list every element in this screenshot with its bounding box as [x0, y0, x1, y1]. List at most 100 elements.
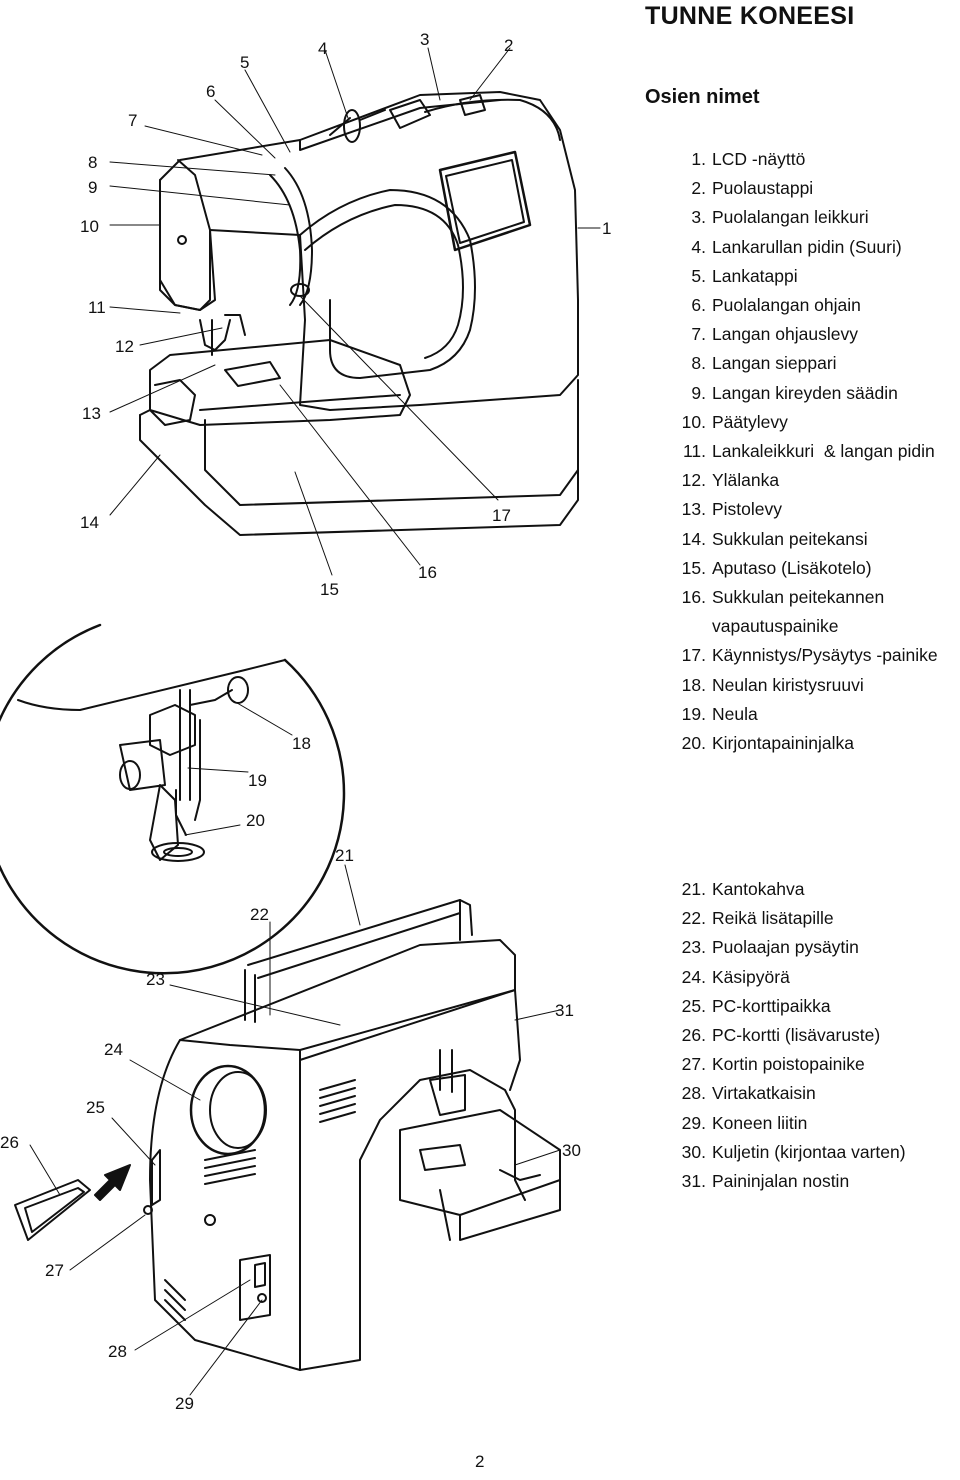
part-number: 4.	[691, 236, 706, 257]
page-title: TUNNE KONEESI	[645, 2, 855, 30]
needle-detail-circle	[0, 623, 346, 975]
part-label: PC-korttipaikka	[712, 995, 831, 1016]
part-label: PC-kortti (lisävaruste)	[712, 1025, 881, 1046]
callout-10: 10	[80, 217, 99, 236]
callout-14: 14	[80, 513, 99, 532]
part-item: 14. Sukkulan peitekansi	[676, 525, 938, 554]
part-item: 1. LCD -näyttö	[676, 145, 938, 174]
part-label: Käynnistys/Pysäytys -painike	[712, 645, 938, 666]
callout-21: 21	[335, 846, 354, 865]
part-number: 14.	[681, 528, 706, 549]
callout-25: 25	[86, 1098, 105, 1117]
callout-24: 24	[104, 1040, 123, 1059]
part-number: 1.	[691, 149, 706, 169]
part-item: 29. Koneen liitin	[676, 1109, 906, 1138]
part-item: 6.Puolalangan ohjain	[676, 291, 938, 320]
detail-callout-lines	[184, 699, 293, 836]
part-number: 17.	[681, 645, 706, 666]
part-label: Sukkulan peitekannen	[712, 587, 885, 608]
callout-26: 26	[0, 1133, 19, 1152]
part-label: Puolaajan pysäytin	[712, 937, 859, 958]
part-label: Sukkulan peitekansi	[712, 528, 868, 549]
part-label: Langan kireyden säädin	[712, 382, 898, 403]
part-label: Virtakatkaisin	[712, 1083, 816, 1104]
part-label: Käsipyörä	[712, 966, 790, 987]
part-item: 22. Reikä lisätapille	[676, 904, 906, 933]
callout-8: 8	[88, 153, 97, 172]
part-item: 24. Käsipyörä	[676, 963, 906, 992]
part-item: 13. Pistolevy	[676, 495, 938, 524]
part-number: 18.	[681, 674, 706, 695]
part-item: 31.Paininjalan nostin	[676, 1167, 906, 1196]
part-label: Päätylevy	[712, 411, 788, 432]
part-label: Langan ohjauslevy	[712, 324, 858, 345]
part-label: Langan sieppari	[712, 353, 837, 374]
callout-2: 2	[504, 36, 513, 55]
callout-18: 18	[292, 734, 311, 753]
parts-list-top: 1. LCD -näyttö 2. Puolaustappi 3. Puolalangan…	[676, 145, 938, 758]
callout-31: 31	[555, 1001, 574, 1020]
part-item: 12.Ylälanka	[676, 466, 938, 495]
part-item: 18. Neulan kiristysruuvi	[676, 671, 938, 700]
part-number: 26.	[681, 1025, 706, 1046]
part-label: Lankatappi	[712, 265, 798, 286]
part-label: Puolaustappi	[712, 178, 814, 199]
part-number: 22.	[681, 908, 706, 929]
part-number: 15.	[681, 557, 706, 578]
part-item: 5.Lankatappi	[676, 262, 938, 291]
part-item: 15. Aputaso (Lisäkotelo)	[676, 554, 938, 583]
callout-19: 19	[248, 771, 267, 790]
part-number: 13.	[681, 499, 706, 520]
part-label: Reikä lisätapille	[712, 908, 834, 929]
part-item: 16. Sukkulan peitekannen	[676, 583, 938, 612]
part-label: Lankarullan pidin (Suuri)	[712, 236, 902, 257]
part-number: 24.	[681, 966, 706, 987]
callout-4: 4	[318, 39, 327, 58]
part-number: 11.	[682, 441, 706, 462]
part-item: 30.Kuljetin (kirjontaa varten)	[676, 1138, 906, 1167]
part-item: 4. Lankarullan pidin (Suuri)	[676, 233, 938, 262]
part-number: 23.	[681, 937, 706, 958]
part-number: 6.	[691, 295, 706, 316]
top-callout-lines	[109, 47, 601, 576]
callout-numbers: 1 2 3 4 5 6 7 8 9 10 11 12 13 14 15 16 1…	[0, 30, 611, 1413]
part-number: 8.	[691, 353, 706, 374]
part-label: LCD -näyttö	[712, 149, 806, 169]
part-number: 3.	[691, 207, 706, 228]
callout-13: 13	[82, 404, 101, 423]
callout-22: 22	[250, 905, 269, 924]
part-number: 2.	[691, 178, 706, 199]
page-number: 2	[475, 1452, 485, 1471]
part-number: 29.	[681, 1112, 706, 1133]
part-item: 7.Langan ohjauslevy	[676, 320, 938, 349]
part-label: Neulan kiristysruuvi	[712, 674, 864, 695]
part-item: 10.Päätylevy	[676, 408, 938, 437]
part-number: 16.	[681, 587, 706, 608]
callout-17: 17	[492, 506, 511, 525]
callout-20: 20	[246, 811, 265, 830]
callout-6: 6	[206, 82, 215, 101]
part-item: 8. Langan sieppari	[676, 349, 938, 378]
part-label: Kirjontapaininjalka	[712, 733, 855, 754]
part-item: 2. Puolaustappi	[676, 174, 938, 203]
callout-5: 5	[240, 53, 249, 72]
callout-12: 12	[115, 337, 134, 356]
section-title: Osien nimet	[645, 86, 760, 108]
part-label: Puolalangan leikkuri	[712, 207, 869, 228]
part-label: Koneen liitin	[712, 1112, 808, 1133]
part-item: 27.Kortin poistopainike	[676, 1050, 906, 1079]
part-number: 30.	[681, 1141, 706, 1162]
part-label: Pistolevy	[712, 499, 783, 520]
callout-29: 29	[175, 1394, 194, 1413]
callout-9: 9	[88, 178, 97, 197]
callout-1: 1	[602, 219, 611, 238]
part-label: Kortin poistopainike	[712, 1054, 865, 1075]
callout-30: 30	[562, 1141, 581, 1160]
part-label: vapautuspainike	[712, 616, 839, 637]
part-item: 20.Kirjontapaininjalka	[676, 729, 938, 758]
pc-card-drawing	[14, 1164, 131, 1241]
part-number: 19.	[681, 703, 706, 724]
part-label: Paininjalan nostin	[712, 1171, 850, 1192]
part-label: Aputaso (Lisäkotelo)	[712, 557, 872, 578]
part-label: Ylälanka	[712, 470, 780, 491]
